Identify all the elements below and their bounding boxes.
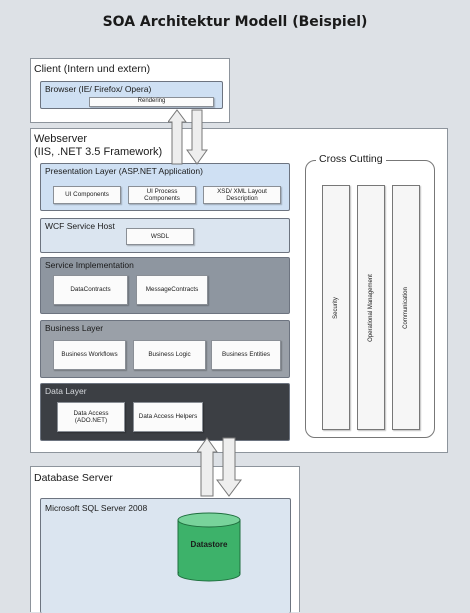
datastore-label: Datastore	[190, 540, 228, 549]
presentation-layer: Presentation Layer (ASP.NET Application)…	[40, 163, 290, 211]
wcf-service-host-label: WCF Service Host	[45, 221, 115, 231]
browser-label: Browser (IE/ Firefox/ Opera)	[45, 84, 152, 94]
down-arrow	[186, 109, 208, 165]
diagram-title: SOA Architektur Modell (Beispiel)	[102, 14, 368, 30]
xsd-xml-layout-box: XSD/ XML Layout Description	[203, 186, 281, 204]
database-server-panel: Database Server Microsoft SQL Server 200…	[30, 466, 300, 613]
operational-management-column: Operational Management	[357, 185, 385, 430]
operational-management-label: Operational Management	[368, 273, 374, 342]
webserver-sublabel: (IIS, .NET 3.5 Framework)	[34, 146, 163, 158]
webserver-database-arrows	[197, 437, 242, 497]
datastore-top	[177, 512, 241, 528]
messagecontracts-box: MessageContracts	[136, 275, 208, 305]
up-arrow	[168, 109, 187, 165]
communication-label: Communication	[403, 286, 409, 329]
wcf-service-host-layer: WCF Service Host WSDL	[40, 218, 290, 253]
sql-server-box: Microsoft SQL Server 2008	[40, 498, 291, 613]
rendering-box: Rendering	[89, 97, 214, 107]
down-arrow-db	[216, 437, 242, 497]
client-webserver-arrows	[168, 109, 208, 165]
security-column: Security	[322, 185, 350, 430]
database-server-label: Database Server	[34, 472, 113, 484]
datacontracts-box: DataContracts	[53, 275, 128, 305]
business-workflows-box: Business Workflows	[53, 340, 126, 370]
sql-server-label: Microsoft SQL Server 2008	[45, 503, 148, 513]
data-access-box: Data Access (ADO.NET)	[57, 402, 125, 432]
communication-column: Communication	[392, 185, 420, 430]
data-access-helpers-box: Data Access Helpers	[133, 402, 203, 432]
client-panel: Client (Intern und extern) Browser (IE/ …	[30, 58, 230, 123]
service-implementation-label: Service Implementation	[45, 260, 134, 270]
cross-cutting-label: Cross Cutting	[316, 153, 386, 165]
business-layer-label: Business Layer	[45, 323, 104, 333]
up-arrow-db	[197, 437, 218, 497]
ui-process-components-box: UI Process Components	[128, 186, 196, 204]
ui-components-box: UI Components	[53, 186, 121, 204]
client-label: Client (Intern und extern)	[34, 63, 151, 75]
business-entities-box: Business Entities	[211, 340, 281, 370]
service-implementation-layer: Service Implementation DataContracts Mes…	[40, 257, 290, 314]
wsdl-box: WSDL	[126, 228, 194, 245]
datastore-icon	[177, 512, 241, 582]
business-layer: Business Layer Business Workflows Busine…	[40, 320, 290, 378]
presentation-layer-label: Presentation Layer (ASP.NET Application)	[45, 166, 203, 176]
security-label: Security	[333, 296, 339, 319]
data-layer-label: Data Layer	[45, 386, 87, 396]
business-logic-box: Business Logic	[133, 340, 206, 370]
webserver-label: Webserver	[34, 133, 87, 145]
data-layer: Data Layer Data Access (ADO.NET) Data Ac…	[40, 383, 290, 441]
browser-box: Browser (IE/ Firefox/ Opera) Rendering	[40, 81, 223, 109]
